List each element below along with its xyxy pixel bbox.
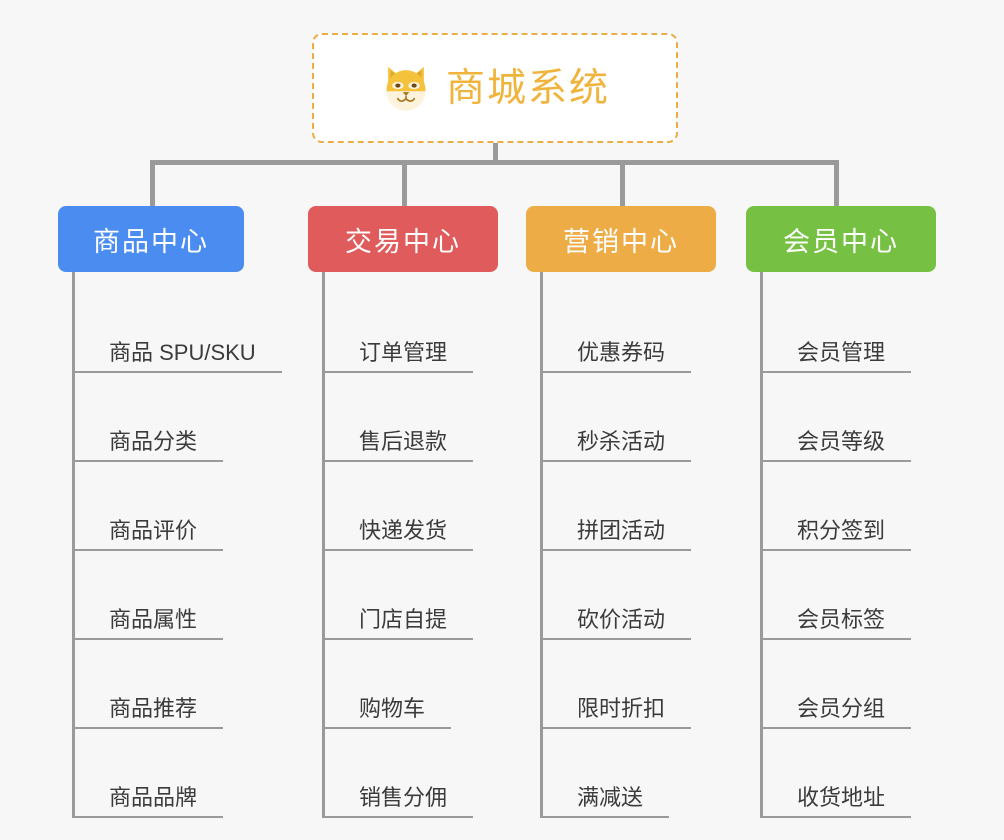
leaf-label: 商品评价: [109, 517, 198, 543]
leaf-item[interactable]: 订单管理: [322, 284, 540, 373]
leaf-item[interactable]: 售后退款: [322, 373, 540, 462]
leaf-item[interactable]: 会员等级: [760, 373, 978, 462]
leaf-label: 限时折扣: [577, 695, 666, 721]
connector-horizontal-bus: [150, 160, 839, 165]
branch-column-trade: 交易中心 订单管理 售后退款 快递发货 门店自提 购物车 销售分佣: [308, 206, 540, 818]
leaf-item[interactable]: 限时折扣: [540, 640, 758, 729]
leaf-label: 收货地址: [797, 784, 886, 810]
branch-column-member: 会员中心 会员管理 会员等级 积分签到 会员标签 会员分组 收货地址: [746, 206, 978, 818]
leaf-label: 商品 SPU/SKU: [109, 339, 256, 365]
category-label: 交易中心: [345, 226, 461, 257]
leaf-item[interactable]: 商品品牌: [72, 729, 298, 818]
leaf-label: 秒杀活动: [577, 428, 666, 454]
branch-stem-trade: 订单管理 售后退款 快递发货 门店自提 购物车 销售分佣: [322, 272, 540, 818]
leaf-item[interactable]: 砍价活动: [540, 551, 758, 640]
category-header-trade[interactable]: 交易中心: [308, 206, 498, 272]
category-label: 商品中心: [93, 226, 209, 257]
leaf-label: 会员管理: [797, 339, 886, 365]
leaf-item[interactable]: 商品 SPU/SKU: [72, 284, 298, 373]
leaf-label: 砍价活动: [577, 606, 666, 632]
leaf-item[interactable]: 快递发货: [322, 462, 540, 551]
category-header-member[interactable]: 会员中心: [746, 206, 936, 272]
connector-drop-1: [150, 160, 155, 208]
branch-column-product: 商品中心 商品 SPU/SKU 商品分类 商品评价 商品属性 商品推荐 商品品牌: [58, 206, 298, 818]
branch-stem-member: 会员管理 会员等级 积分签到 会员标签 会员分组 收货地址: [760, 272, 978, 818]
root-title: 商城系统: [445, 66, 610, 110]
leaf-label: 门店自提: [359, 606, 448, 632]
leaf-label: 购物车: [359, 695, 426, 721]
leaf-label: 会员标签: [797, 606, 886, 632]
leaf-item[interactable]: 购物车: [322, 640, 540, 729]
leaf-item[interactable]: 销售分佣: [322, 729, 540, 818]
connector-root-stem: [493, 143, 498, 163]
shiba-dog-face-icon: [380, 62, 432, 114]
connector-drop-2: [402, 160, 407, 208]
branch-stem-product: 商品 SPU/SKU 商品分类 商品评价 商品属性 商品推荐 商品品牌: [72, 272, 298, 818]
leaf-label: 会员分组: [797, 695, 886, 721]
leaf-item[interactable]: 门店自提: [322, 551, 540, 640]
connector-drop-3: [620, 160, 625, 208]
leaf-item[interactable]: 商品推荐: [72, 640, 298, 729]
leaf-label: 商品推荐: [109, 695, 198, 721]
leaf-item[interactable]: 商品属性: [72, 551, 298, 640]
leaf-label: 积分签到: [797, 517, 886, 543]
leaf-item[interactable]: 商品评价: [72, 462, 298, 551]
root-node-shop-system[interactable]: 商城系统: [312, 33, 678, 143]
leaf-label: 商品分类: [109, 428, 198, 454]
leaf-label: 会员等级: [797, 428, 886, 454]
leaf-label: 快递发货: [359, 517, 448, 543]
category-label: 营销中心: [563, 226, 679, 257]
leaf-item[interactable]: 秒杀活动: [540, 373, 758, 462]
category-label: 会员中心: [783, 226, 899, 257]
leaf-item[interactable]: 会员标签: [760, 551, 978, 640]
leaf-label: 优惠券码: [577, 339, 666, 365]
leaf-label: 满减送: [577, 784, 644, 810]
category-header-marketing[interactable]: 营销中心: [526, 206, 716, 272]
leaf-item[interactable]: 商品分类: [72, 373, 298, 462]
branch-column-marketing: 营销中心 优惠券码 秒杀活动 拼团活动 砍价活动 限时折扣 满减送: [526, 206, 758, 818]
category-header-product[interactable]: 商品中心: [58, 206, 244, 272]
connector-drop-4: [834, 160, 839, 208]
leaf-item[interactable]: 会员分组: [760, 640, 978, 729]
leaf-label: 商品品牌: [109, 784, 198, 810]
leaf-item[interactable]: 拼团活动: [540, 462, 758, 551]
leaf-label: 销售分佣: [359, 784, 448, 810]
leaf-item[interactable]: 会员管理: [760, 284, 978, 373]
leaf-label: 商品属性: [109, 606, 198, 632]
branch-stem-marketing: 优惠券码 秒杀活动 拼团活动 砍价活动 限时折扣 满减送: [540, 272, 758, 818]
leaf-item[interactable]: 满减送: [540, 729, 758, 818]
leaf-item[interactable]: 优惠券码: [540, 284, 758, 373]
leaf-label: 售后退款: [359, 428, 448, 454]
leaf-label: 订单管理: [359, 339, 448, 365]
leaf-label: 拼团活动: [577, 517, 666, 543]
leaf-item[interactable]: 收货地址: [760, 729, 978, 818]
leaf-item[interactable]: 积分签到: [760, 462, 978, 551]
